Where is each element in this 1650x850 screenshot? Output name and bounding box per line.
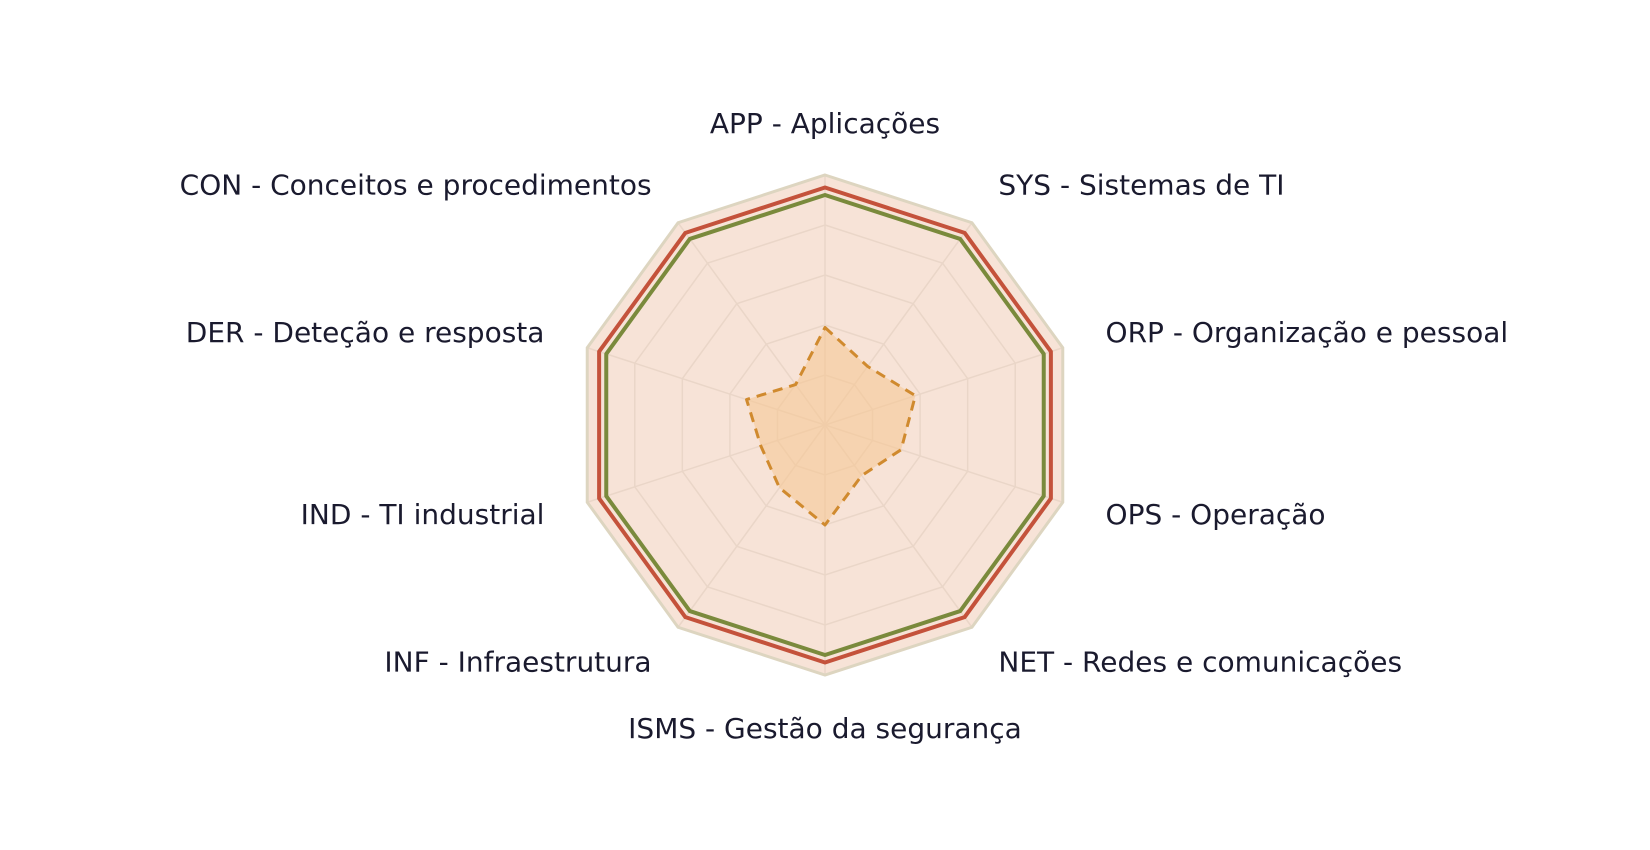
radar-series-layer	[597, 185, 1053, 665]
axis-label: ORP - Organização e pessoal	[1106, 316, 1509, 349]
axis-label: SYS - Sistemas de TI	[998, 168, 1284, 201]
axis-label: CON - Conceitos e procedimentos	[180, 168, 652, 201]
axis-label: APP - Aplicações	[710, 107, 940, 140]
axis-label: ISMS - Gestão da segurança	[628, 712, 1022, 745]
axis-label: OPS - Operação	[1106, 498, 1326, 531]
radar-series-1	[597, 185, 1053, 665]
radar-outer-ring	[585, 173, 1065, 677]
axis-label: DER - Deteção e resposta	[186, 316, 545, 349]
axis-label: INF - Infraestrutura	[384, 646, 651, 679]
axis-label: IND - TI industrial	[301, 498, 545, 531]
radar-series-3	[745, 326, 917, 527]
radar-series-2	[604, 193, 1046, 657]
axis-label: NET - Redes e comunicações	[998, 646, 1402, 679]
